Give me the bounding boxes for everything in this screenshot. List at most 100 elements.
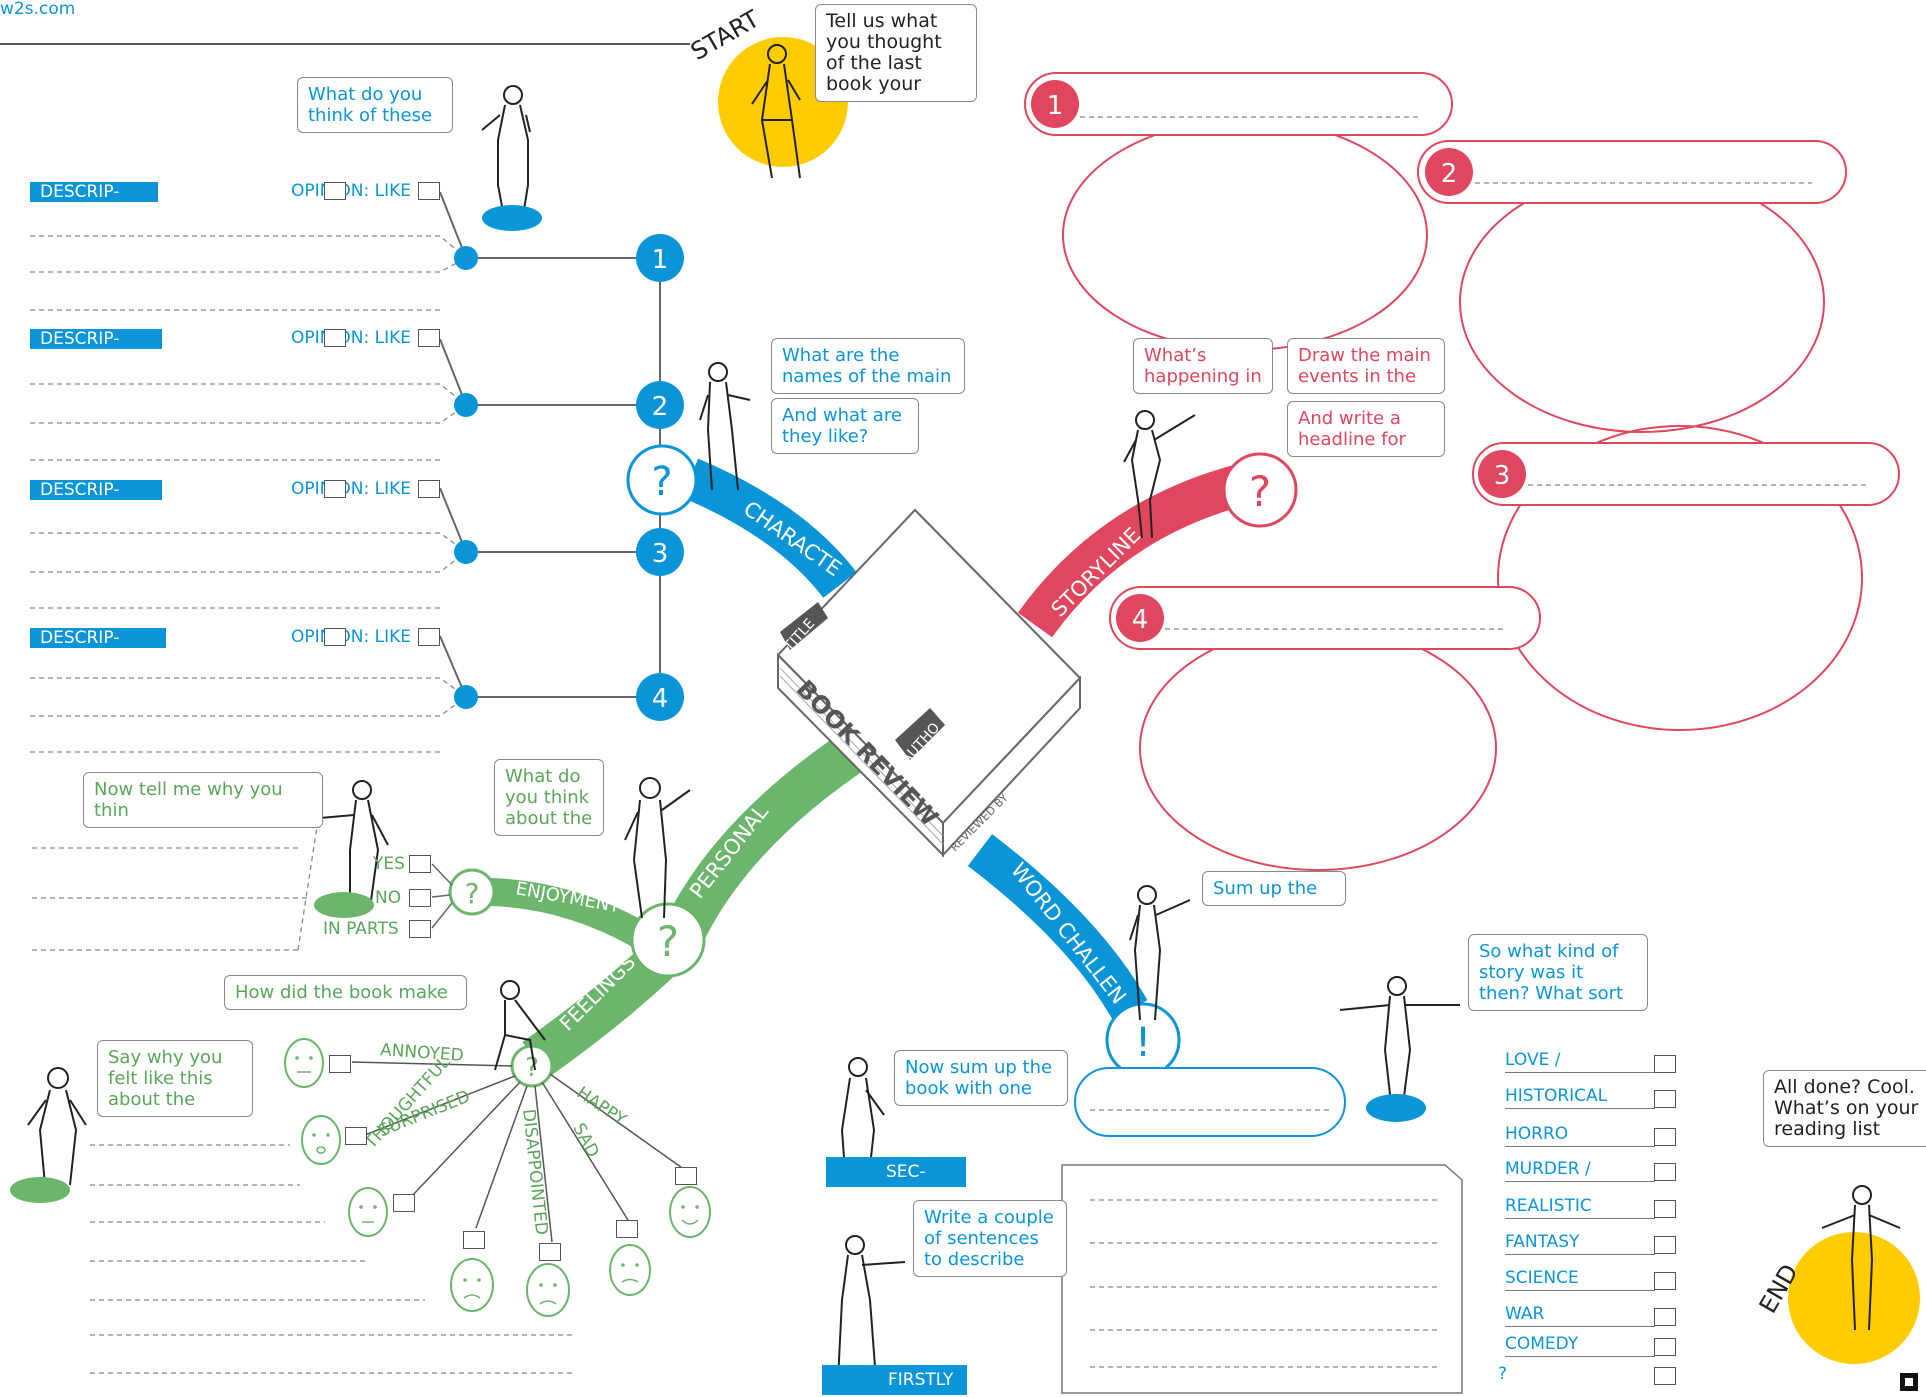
personal-question-circle <box>630 902 706 978</box>
genre-horror: HORRO <box>1505 1124 1655 1147</box>
sec-tag: SEC- <box>826 1157 966 1187</box>
word-challenge-branch-label: WORD CHALLEN <box>1006 858 1131 1008</box>
person-bases <box>10 205 1426 1203</box>
genre-science: SCIENCE <box>1505 1268 1655 1291</box>
feeling-checkbox-surprised[interactable] <box>345 1127 367 1145</box>
genre-realistic: REALISTIC <box>1505 1196 1655 1219</box>
person-characters-top <box>481 85 531 223</box>
enjoy-checkbox-in-parts[interactable] <box>409 920 431 938</box>
person-start <box>751 44 801 179</box>
person-end <box>1821 1185 1901 1331</box>
genre-checkbox-fantasy[interactable] <box>1654 1236 1676 1254</box>
feeling-checkbox-disappointed[interactable] <box>463 1231 485 1249</box>
genre-comedy: COMEDY <box>1505 1334 1655 1357</box>
enjoy-option-in-parts: IN PARTS <box>323 919 399 939</box>
dislike-checkbox-2[interactable] <box>324 329 346 347</box>
character-opinion-2: OPINION: LIKE <box>291 328 411 348</box>
like-checkbox-3[interactable] <box>418 480 440 498</box>
genre-love: LOVE / <box>1505 1050 1655 1073</box>
person-figures <box>27 44 1901 1381</box>
word-challenge-branch <box>967 834 1148 1020</box>
genre-checkbox-murder[interactable] <box>1654 1163 1676 1181</box>
genre-checkbox-historical[interactable] <box>1654 1090 1676 1108</box>
character-desc-tag-2: DESCRIP- <box>30 329 162 349</box>
feelings-prompt-make: How did the book make <box>224 975 467 1010</box>
enjoyment-question-mark: ? <box>465 877 480 910</box>
enjoy-option-no: NO <box>375 888 402 908</box>
firstly-tag: FIRSTLY <box>822 1365 967 1395</box>
character-num-2: 2 <box>652 392 669 422</box>
word-challenge-mark: ! <box>1135 1020 1151 1066</box>
genre-checkbox-love[interactable] <box>1654 1055 1676 1073</box>
dislike-checkbox-4[interactable] <box>324 628 346 646</box>
genre-checkbox-realistic[interactable] <box>1654 1200 1676 1218</box>
genre-checkbox-horror[interactable] <box>1654 1128 1676 1146</box>
storyline-question-circle <box>1222 452 1298 528</box>
dislike-checkbox-3[interactable] <box>324 480 346 498</box>
personal-prompt-why: Now tell me why you thin <box>83 772 323 828</box>
enjoy-option-yes: YES <box>373 854 405 874</box>
characters-prompt-top: What do you think of these <box>297 77 453 133</box>
person-say-why <box>27 1067 87 1186</box>
genre-checkbox-science[interactable] <box>1654 1272 1676 1290</box>
feeling-checkbox-annoyed[interactable] <box>329 1055 351 1073</box>
character-number-circles <box>636 234 684 721</box>
personal-question-mark: ? <box>657 917 679 966</box>
feeling-checkbox-happy[interactable] <box>616 1220 638 1238</box>
storyline-headline-pills <box>1024 72 1900 650</box>
one-word-pill[interactable] <box>1074 1067 1346 1137</box>
like-checkbox-1[interactable] <box>418 182 440 200</box>
character-dotted-lines <box>30 235 467 753</box>
genre-historical: HISTORICAL <box>1505 1086 1655 1109</box>
genre-war: WAR <box>1505 1304 1655 1327</box>
like-checkbox-4[interactable] <box>418 628 440 646</box>
event-num-3: 3 <box>1494 461 1511 491</box>
storyline-branch <box>1017 464 1246 638</box>
sentence-lines <box>1090 1199 1440 1368</box>
enjoyment-dotted-lines <box>32 819 319 951</box>
event-num-1: 1 <box>1047 91 1064 121</box>
feeling-checkbox-sad[interactable] <box>539 1243 561 1261</box>
feeling-face-eyes <box>295 1056 699 1287</box>
person-word-challenge <box>1129 885 1191 1021</box>
genre-prompt: So what kind of story was it then? What … <box>1468 934 1648 1011</box>
character-num-1: 1 <box>652 245 669 275</box>
person-enjoyment <box>319 780 389 909</box>
character-desc-tag-3: DESCRIP- <box>30 480 162 500</box>
like-checkbox-2[interactable] <box>418 329 440 347</box>
person-characters-mid <box>699 362 751 491</box>
corner-icon <box>1900 1373 1918 1391</box>
genre-checkbox-war[interactable] <box>1654 1308 1676 1326</box>
person-storyline <box>1123 410 1196 539</box>
sentence-paper <box>1061 1164 1463 1394</box>
characters-question-mark: ? <box>651 459 672 505</box>
enjoy-checkbox-no[interactable] <box>409 889 431 907</box>
feeling-face-mouths <box>297 1071 699 1305</box>
feeling-checkbox-thoughtful[interactable] <box>393 1194 415 1212</box>
person-firstly <box>837 1235 906 1381</box>
genre-checkbox-comedy[interactable] <box>1654 1338 1676 1356</box>
word-prompt-couple: Write a couple of sentences to describe <box>913 1200 1067 1277</box>
end-bubble: All done? Cool. What’s on your reading l… <box>1763 1070 1926 1147</box>
event-num-2: 2 <box>1441 159 1458 189</box>
site-name[interactable]: w2s.com <box>0 0 76 19</box>
storyline-headline-lines <box>1080 116 1868 630</box>
genre-checkbox-other[interactable] <box>1654 1367 1676 1385</box>
storyline-number-circles <box>1031 80 1526 642</box>
feeling-checkbox-extra[interactable] <box>675 1167 697 1185</box>
person-sec <box>840 1057 885 1186</box>
genre-other: ? <box>1498 1364 1508 1384</box>
start-bubble: Tell us what you thought of the last boo… <box>815 4 977 102</box>
character-opinion-1: OPINION: LIKE <box>291 181 411 201</box>
enjoy-checkbox-yes[interactable] <box>409 855 431 873</box>
feelings-dotted-lines <box>90 1144 575 1374</box>
book-box <box>776 508 1082 858</box>
enjoyment-connectors <box>431 863 453 929</box>
characters-branch-label: CHARACTE <box>739 496 846 581</box>
characters-branch <box>681 458 857 599</box>
feelings-prompt-say: Say why you felt like this about the <box>97 1040 253 1117</box>
feeling-faces <box>284 1038 711 1317</box>
characters-prompt-names: What are the names of the main <box>771 338 965 394</box>
dislike-checkbox-1[interactable] <box>324 182 346 200</box>
personal-prompt-think: What do you think about the <box>494 759 604 836</box>
